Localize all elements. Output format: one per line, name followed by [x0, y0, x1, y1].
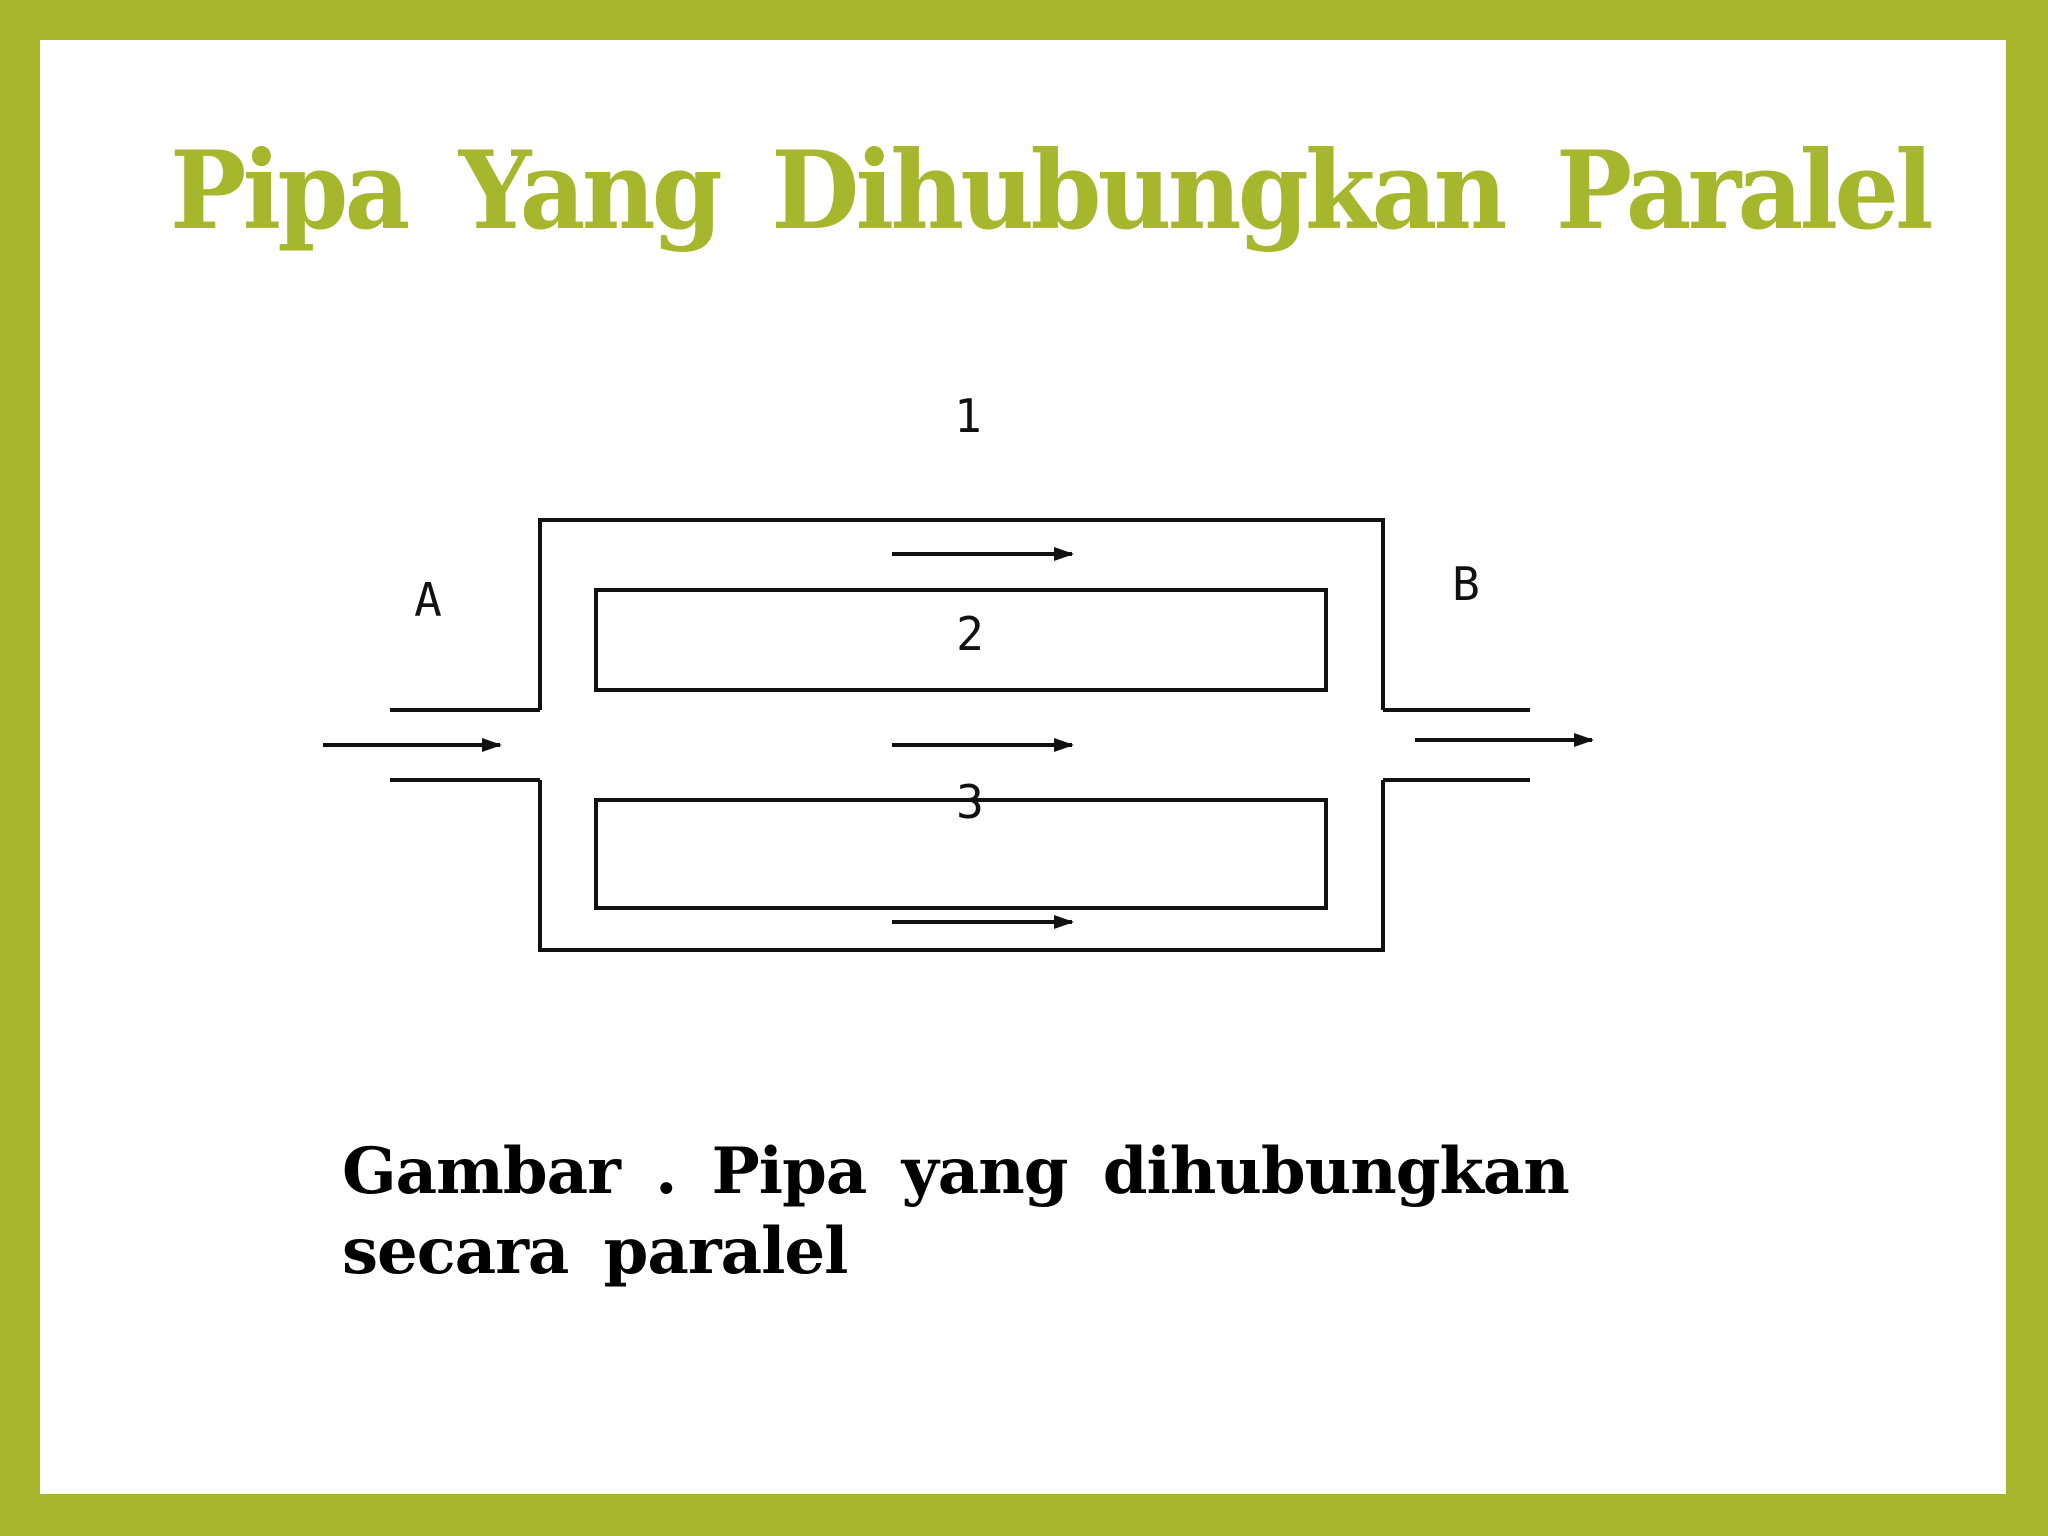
label-pipe-2: 2 [956, 607, 984, 661]
parallel-pipe-diagram: 1 2 3 A B [323, 389, 1594, 952]
slide-title: Pipa Yang Dihubungkan Paralel [170, 128, 1934, 254]
label-point-a: A [414, 573, 442, 627]
slide-canvas: Pipa Yang Dihubungkan Paralel [40, 40, 2006, 1494]
label-pipe-1: 1 [954, 389, 982, 443]
label-pipe-3: 3 [956, 775, 984, 829]
inner-block-lower [594, 798, 1328, 910]
outer-pipe-lower-wall [538, 780, 1385, 952]
outer-pipe-upper-wall [538, 518, 1385, 710]
label-point-b: B [1452, 557, 1480, 611]
inner-block-upper [594, 588, 1328, 692]
figure-caption: Gambar . Pipa yang dihubungkan secara pa… [342, 1134, 1570, 1289]
